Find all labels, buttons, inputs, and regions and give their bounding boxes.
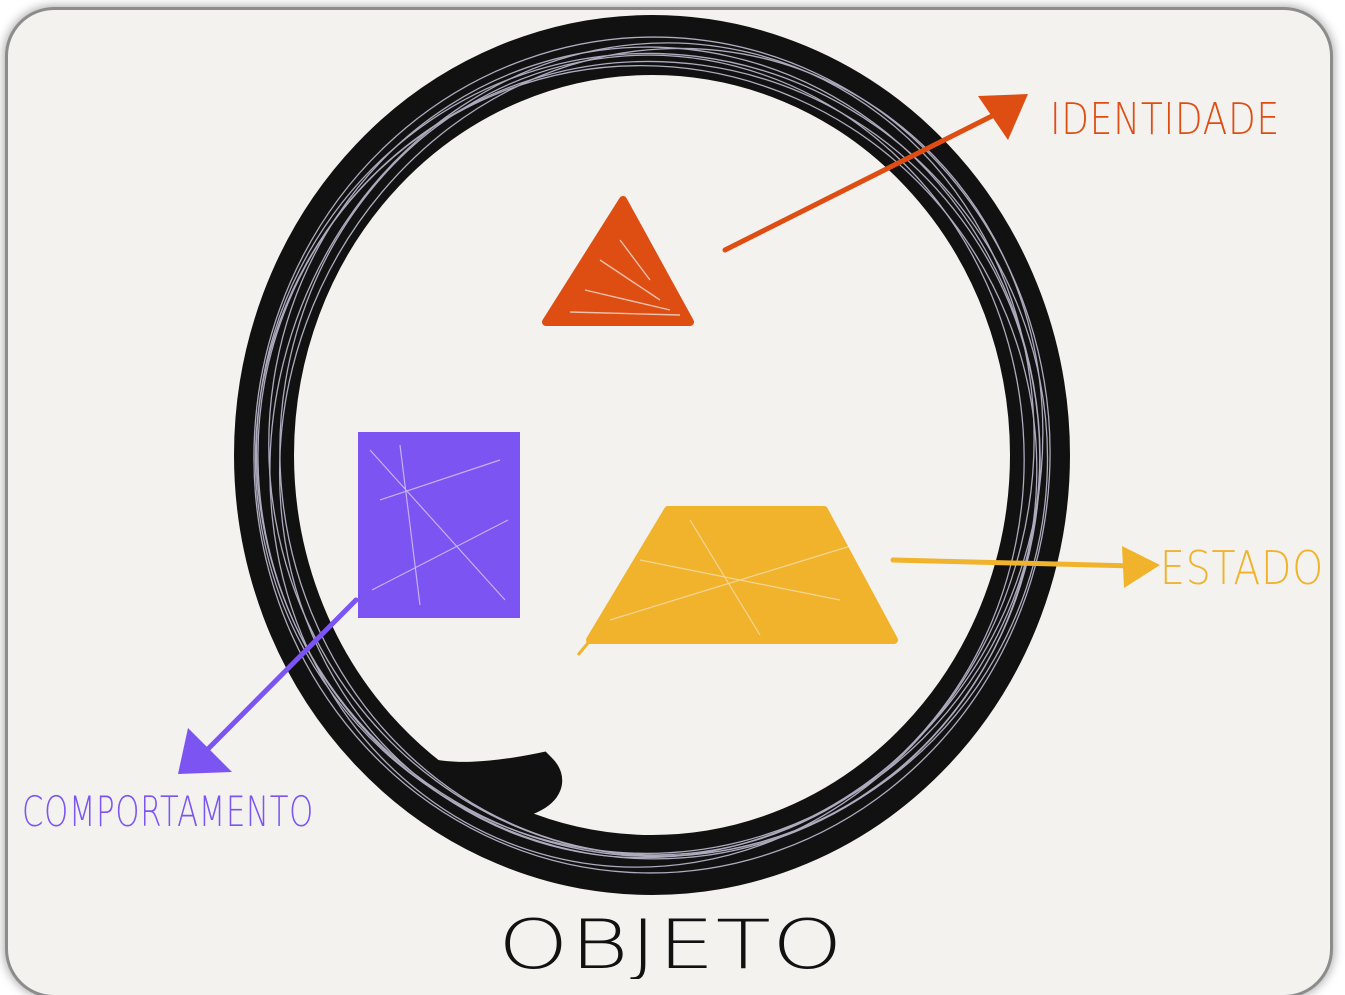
- behavior-square: [362, 436, 516, 614]
- identity-label: IDENTIDADE: [1050, 94, 1280, 145]
- diagram-title: OBJETO: [498, 906, 844, 979]
- identity-triangle: [546, 200, 690, 322]
- state-label: ESTADO: [1160, 541, 1324, 595]
- behavior-label: COMPORTAMENTO: [22, 787, 314, 836]
- state-trapezoid: [578, 510, 894, 655]
